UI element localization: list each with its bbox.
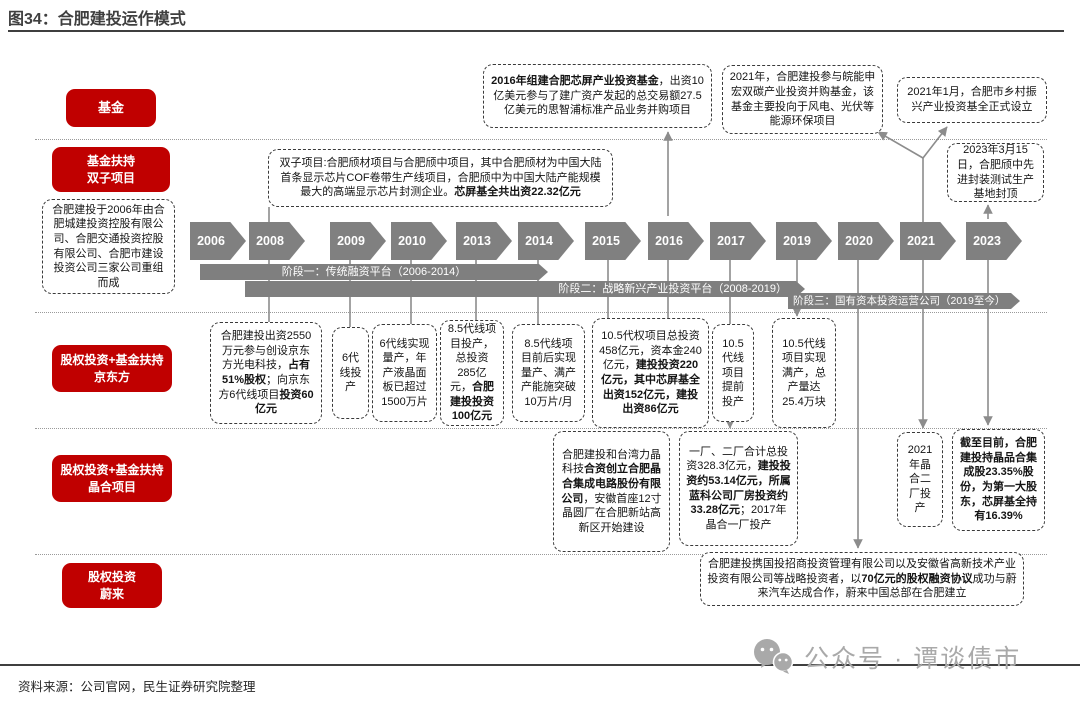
row-label-equity-boe: 股权投资+基金扶持 京东方: [52, 345, 172, 392]
box-jinghe-fab2: 2021年晶合二厂投产: [897, 432, 943, 527]
row-label-fund-twin: 基金扶持 双子项目: [52, 147, 170, 192]
row-label-equity-jinghe: 股权投资+基金扶持 晶合项目: [52, 455, 172, 502]
wechat-icon: [754, 639, 794, 674]
source-note: 资料来源：公司官网，民生证券研究院整理: [18, 680, 256, 694]
figure-title: 图34：合肥建投运作模式: [8, 11, 186, 28]
box-rural-fund: 2021年1月，合肥市乡村振兴产业投资基全正式设立: [897, 77, 1047, 123]
box-boe-2013: 8.5代线项目投产，总投资285亿元，合肥建投投资100亿元: [440, 320, 504, 426]
row-separator: [35, 554, 1047, 555]
box-nio: 合肥建投携国投招商投资管理有限公司以及安徽省高新技术产业投资有限公司等战略投资者…: [700, 552, 1024, 606]
box-jinghe-investment: 一厂、二厂合计总投资328.3亿元，建投投资约53.14亿元，所属蓝科公司厂房投…: [679, 431, 798, 546]
row-separator: [35, 312, 1047, 313]
box-boe-2017: 10.5代线项目提前投产: [712, 324, 754, 422]
box-jinghe-founding: 合肥建投和台湾力晶科技合资创立合肥晶合集成电路股份有限公司，安徽首座12寸晶圆厂…: [553, 431, 670, 552]
stage-bar-2: 阶段二：战略新兴产业投资平台（2008-2019）: [245, 281, 805, 297]
box-qizhong-2023: 2023年3月15日，合肥颀中先进封装测试生产基地封顶: [947, 143, 1044, 202]
org-history-box: 合肥建投于2006年由合肥城建投资控股有限公司、合肥交通投资控股有限公司、合肥市…: [42, 199, 175, 294]
row-label-equity-nio: 股权投资 蔚来: [62, 563, 162, 608]
box-wanneng-fund: 2021年，合肥建投参与皖能申宏双碳产业投资并购基金，该基金主要投向于风电、光伏…: [722, 65, 883, 134]
box-jinghe-shareholding: 截至目前，合肥建投持晶品合集成股23.35%股份，为第一大股东，芯屏基全持有16…: [952, 429, 1045, 531]
row-label-fund: 基金: [66, 89, 156, 127]
title-underline: [8, 30, 1064, 32]
row-separator: [35, 428, 1047, 429]
watermark-text: 公众号 · 谭谈债市: [804, 645, 1022, 673]
box-boe-2014: 8.5代线项目前后实现量产、满产产能施突破10万片/月: [512, 324, 585, 422]
box-boe-2008: 合肥建投出资2550万元参与创设京东方光电科技，占有51%股权；向京东方6代线项…: [210, 322, 322, 424]
watermark: 公众号 · 谭谈债市: [752, 638, 1021, 676]
stage-bar-3: 阶段三：国有资本投资运营公司（2019至今）: [788, 293, 1020, 309]
box-boe-2010: 6代线实现量产，年产液晶面板已超过1500万片: [372, 324, 437, 422]
row-separator: [35, 139, 1047, 140]
box-twin-projects: 双子项目:合肥颀材项目与合肥颀中项目，其中合肥颀材为中国大陆首条显示芯片COF卷…: [268, 149, 613, 207]
box-boe-2009: 6代线投产: [332, 327, 369, 419]
box-boe-2015: 10.5代权项目总投资458亿元，资本金240亿元，建投投资220亿元，其中芯屏…: [592, 318, 709, 428]
stage-bar-1: 阶段一：传统融资平台（2006-2014）: [200, 264, 548, 280]
box-xinping-fund: 2016年组建合肥芯屏产业投资基金，出资10亿美元参与了建广资产发起的总交易额2…: [483, 64, 712, 128]
box-boe-2019: 10.5代线项目实现满产，总产量达25.4万块: [772, 318, 836, 428]
footer-rule: [0, 664, 1080, 666]
